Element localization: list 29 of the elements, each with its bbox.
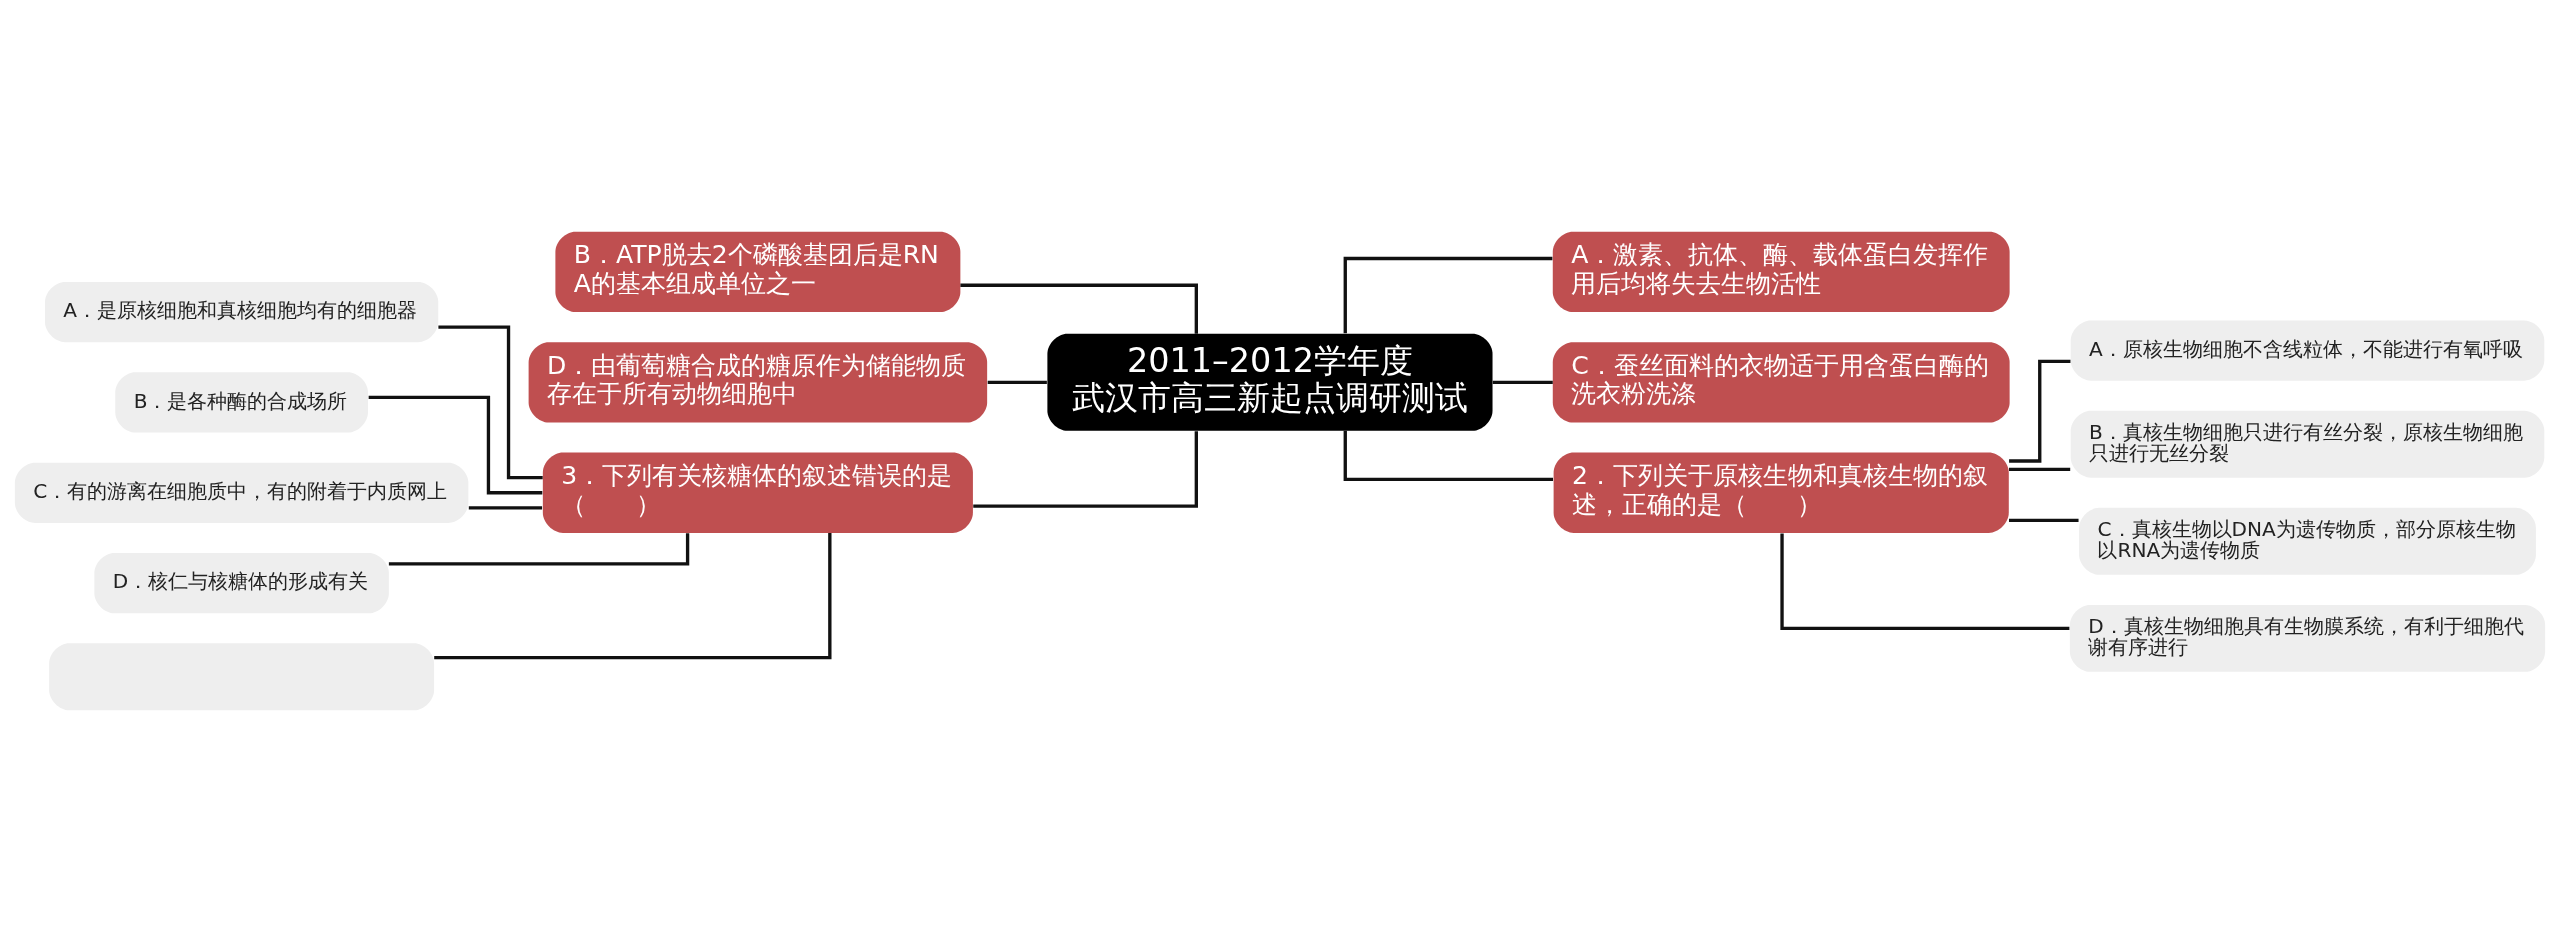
node-box: D．核仁与核糖体的形成有关 <box>94 553 389 614</box>
connector <box>1343 256 1553 334</box>
connector <box>960 283 1198 334</box>
node-box: A．是原核细胞和真核细胞均有的细胞器 <box>45 281 439 343</box>
node-box <box>49 643 435 711</box>
connector <box>987 380 1047 384</box>
node-box: B．ATP脱去2个磷酸基团后是RNA的基本组成单位之一 <box>555 231 961 312</box>
connector <box>368 395 543 495</box>
connector <box>973 431 1198 508</box>
node-box: 2011–2012学年度武汉市高三新起点调研测试 <box>1047 333 1493 431</box>
node-box: 2．下列关于原核生物和真核生物的叙述，正确的是（ ） <box>1553 452 2009 533</box>
node-box: C．有的游离在细胞质中，有的附着于内质网上 <box>14 462 469 523</box>
connector <box>1780 533 2070 630</box>
connector <box>1492 380 1553 384</box>
connector <box>1343 430 1554 482</box>
node-box: D．真核生物细胞具有生物膜系统，有利于细胞代谢有序进行 <box>2069 604 2546 672</box>
node-box: B．是各种酶的合成场所 <box>115 372 368 433</box>
connector <box>468 506 543 510</box>
node-box: C．真核生物以DNA为遗传物质，部分原核生物以RNA为遗传物质 <box>2079 507 2536 575</box>
connector <box>2009 467 2071 471</box>
connector <box>438 325 543 480</box>
connector <box>2009 518 2079 523</box>
node-box: B．真核生物细胞只进行有丝分裂，原核生物细胞只进行无丝分裂 <box>2070 410 2545 478</box>
node-box: A．激素、抗体、酶、载体蛋白发挥作用后均将失去生物活性 <box>1552 231 2010 312</box>
node-box: C．蚕丝面料的衣物适于用含蛋白酶的洗衣粉洗涤 <box>1552 342 2010 423</box>
node-box: A．原核生物细胞不含线粒体，不能进行有氧呼吸 <box>2070 320 2545 381</box>
node-box: 3．下列有关核糖体的叙述错误的是（ ） <box>542 452 973 533</box>
node-box: D．由葡萄糖合成的糖原作为储能物质存在于所有动物细胞中 <box>528 342 988 423</box>
connector <box>434 533 832 660</box>
